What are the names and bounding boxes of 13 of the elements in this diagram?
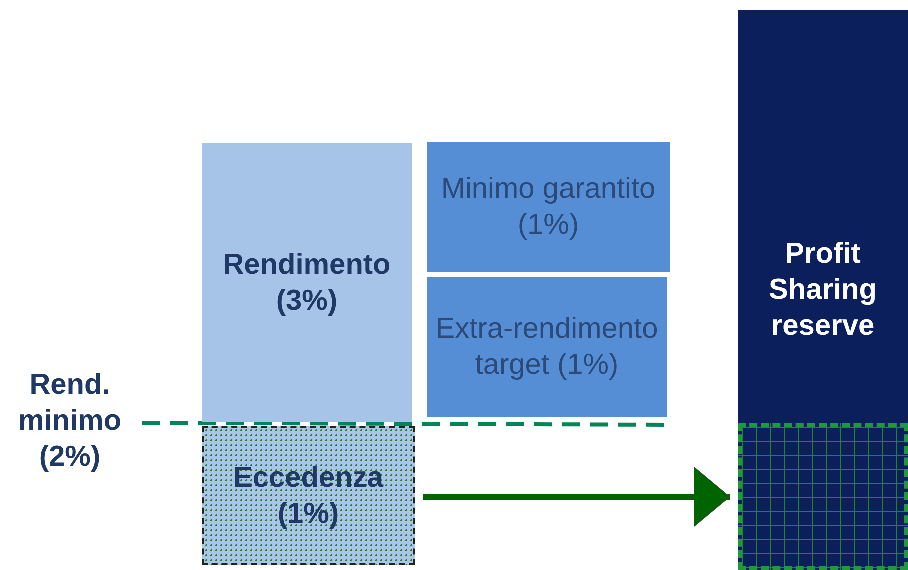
node-label: Minimo garantito (1%) (440, 172, 657, 243)
extra-return-box (427, 277, 667, 417)
node-label: Extra-rendimento target (1%) (434, 312, 660, 383)
return-box (202, 143, 412, 422)
reserve-box (738, 10, 908, 570)
node-label: Eccedenza (1%) (232, 460, 385, 532)
threshold-label: Rend. minimo (2%) (17, 368, 123, 475)
node-label: Profit Sharing reserve (768, 237, 878, 344)
node-label: Rendimento (3%) (222, 248, 392, 318)
guaranteed-minimum-box (427, 142, 670, 272)
grid-region (738, 423, 908, 570)
arrow (423, 466, 730, 528)
excess-box (202, 426, 415, 565)
